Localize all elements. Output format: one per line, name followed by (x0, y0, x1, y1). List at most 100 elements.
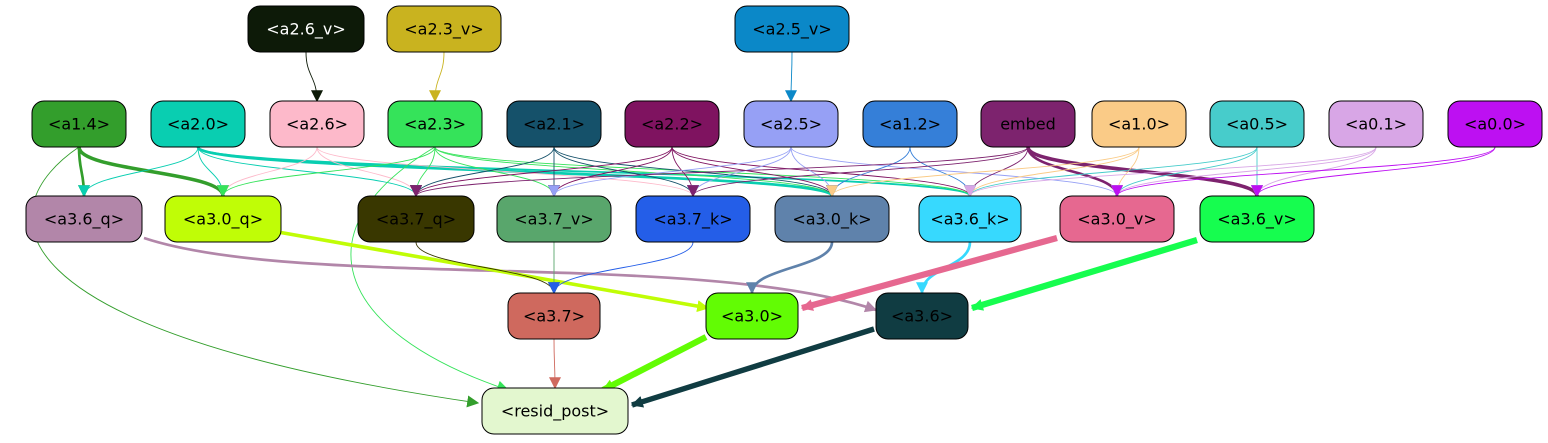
node-box (980, 100, 1076, 148)
edge-a2_6-to-a3_7_k (316, 146, 699, 198)
node-a2-2[interactable]: <a2.2> (624, 100, 720, 148)
node-label: <a3.6_k> (930, 210, 1009, 230)
edge-a1_4-to-resid_post (31, 146, 480, 408)
node-label: <a0.1> (1345, 115, 1407, 134)
node-a2-5-v[interactable]: <a2.5_v> (734, 5, 850, 53)
node-box (705, 292, 799, 340)
node-a2-6-v[interactable]: <a2.6_v> (247, 5, 365, 53)
node-box (247, 5, 365, 53)
node-a1-2[interactable]: <a1.2> (862, 100, 958, 148)
node-resid-post[interactable]: <resid_post> (481, 387, 629, 435)
edge-a1_0-to-a3_0_k (826, 146, 1140, 198)
node-a1-4[interactable]: <a1.4> (31, 100, 127, 148)
node-label: <a2.3> (404, 115, 466, 134)
edge-embed-to-a3_0_v (1026, 146, 1123, 198)
edge-a3_0-to-resid_post (601, 334, 708, 393)
edge-a3_0_k-to-a3_0 (746, 241, 834, 295)
node-label: <a1.4> (48, 115, 110, 134)
node-a3-0-q[interactable]: <a3.0_q> (164, 195, 282, 243)
node-label: <a2.2> (641, 115, 703, 134)
edge-a2_3-to-resid_post (350, 146, 510, 393)
node-label: <a2.1> (523, 115, 585, 134)
node-a3-6-v[interactable]: <a3.6_v> (1199, 195, 1315, 243)
edge-a2_3-to-a3_0_k (434, 146, 838, 198)
node-a3-7-k[interactable]: <a3.7_k> (635, 195, 751, 243)
node-box (1447, 100, 1543, 148)
edge-a2_3_v-to-a2_3 (429, 51, 445, 103)
edge-a2_0-to-a3_6_k (197, 146, 976, 198)
edge-a1_4-to-a3_0_q (77, 146, 229, 198)
edge-a2_5-to-a3_7_v (548, 146, 792, 198)
node-label: <a0.0> (1464, 115, 1526, 134)
node-a0-5[interactable]: <a0.5> (1209, 100, 1305, 148)
node-a3-0[interactable]: <a3.0> (705, 292, 799, 340)
node-box (734, 5, 850, 53)
node-label: <a3.6_v> (1217, 210, 1297, 230)
node-box (862, 100, 958, 148)
node-a3-7-q[interactable]: <a3.7_q> (357, 195, 475, 243)
node-label: <a3.0_v> (1077, 210, 1157, 230)
node-box (1199, 195, 1315, 243)
node-box (357, 195, 475, 243)
node-a3-6-k[interactable]: <a3.6_k> (918, 195, 1022, 243)
node-label: <a3.7_q> (376, 210, 456, 230)
edge-a0_1-to-a3_0_v (1111, 146, 1377, 198)
node-label: <a3.0_q> (183, 210, 263, 230)
edge-a2_3-to-a3_6_k (434, 146, 976, 198)
edge-a2_2-to-a3_7_q (410, 146, 673, 198)
node-box (31, 100, 127, 148)
node-box (269, 100, 365, 148)
edge-a2_5_v-to-a2_5 (785, 51, 798, 103)
node-box (1328, 100, 1424, 148)
edge-a2_0-to-a3_6_q (78, 146, 199, 198)
node-box (164, 195, 282, 243)
node-a2-1[interactable]: <a2.1> (506, 100, 602, 148)
edge-a0_0-to-a3_0_v (1111, 146, 1496, 198)
node-a3-0-v[interactable]: <a3.0_v> (1059, 195, 1175, 243)
edge-a2_0-to-a3_0_k (196, 145, 838, 198)
node-box (1209, 100, 1305, 148)
node-label: <a2.5_v> (752, 20, 832, 40)
node-embed[interactable]: embed (980, 100, 1076, 148)
node-label: <a2.6> (286, 115, 348, 134)
node-a3-7-v[interactable]: <a3.7_v> (496, 195, 612, 243)
node-a3-6[interactable]: <a3.6> (875, 292, 969, 340)
edge-embed-to-a3_7_q (410, 146, 1029, 198)
node-box (507, 292, 601, 340)
node-a2-5[interactable]: <a2.5> (743, 100, 839, 148)
edge-a2_5-to-a3_0_v (790, 146, 1123, 198)
edge-a2_6-to-a3_0_q (217, 146, 318, 198)
edge-a3_0_q-to-a3_0 (277, 230, 710, 313)
node-a2-6[interactable]: <a2.6> (269, 100, 365, 148)
node-box (875, 292, 969, 340)
node-a2-3-v[interactable]: <a2.3_v> (386, 5, 502, 53)
node-label: <a3.6> (891, 307, 953, 326)
nodes-layer: <a2.6_v> <a2.3_v> <a2.5_v> <a1.4> <a2.0> <a2.… (25, 5, 1543, 435)
node-a3-0-k[interactable]: <a3.0_k> (774, 195, 890, 243)
node-a2-0[interactable]: <a2.0> (150, 100, 246, 148)
node-box (635, 195, 751, 243)
edge-a2_1-to-a3_0_k (553, 146, 838, 198)
edge-embed-to-a3_6_v (1026, 146, 1263, 198)
node-label: <a0.5> (1226, 115, 1288, 134)
node-label: <resid_post> (501, 402, 609, 422)
node-box (150, 100, 246, 148)
node-box (387, 100, 483, 148)
node-box (1091, 100, 1187, 148)
node-a0-0[interactable]: <a0.0> (1447, 100, 1543, 148)
node-box (506, 100, 602, 148)
node-box (743, 100, 839, 148)
node-a0-1[interactable]: <a0.1> (1328, 100, 1424, 148)
node-label: <a3.7_k> (653, 210, 732, 230)
node-a3-7[interactable]: <a3.7> (507, 292, 601, 340)
edges-layer (31, 51, 1496, 408)
node-a1-0[interactable]: <a1.0> (1091, 100, 1187, 148)
edge-a1_0-to-a3_6_k (964, 146, 1140, 198)
node-a3-6-q[interactable]: <a3.6_q> (25, 195, 143, 243)
node-label: embed (1000, 115, 1056, 134)
node-a2-3[interactable]: <a2.3> (387, 100, 483, 148)
node-box (481, 387, 629, 435)
edge-a2_2-to-a3_0_k (671, 146, 838, 198)
node-label: <a3.7> (523, 307, 585, 326)
